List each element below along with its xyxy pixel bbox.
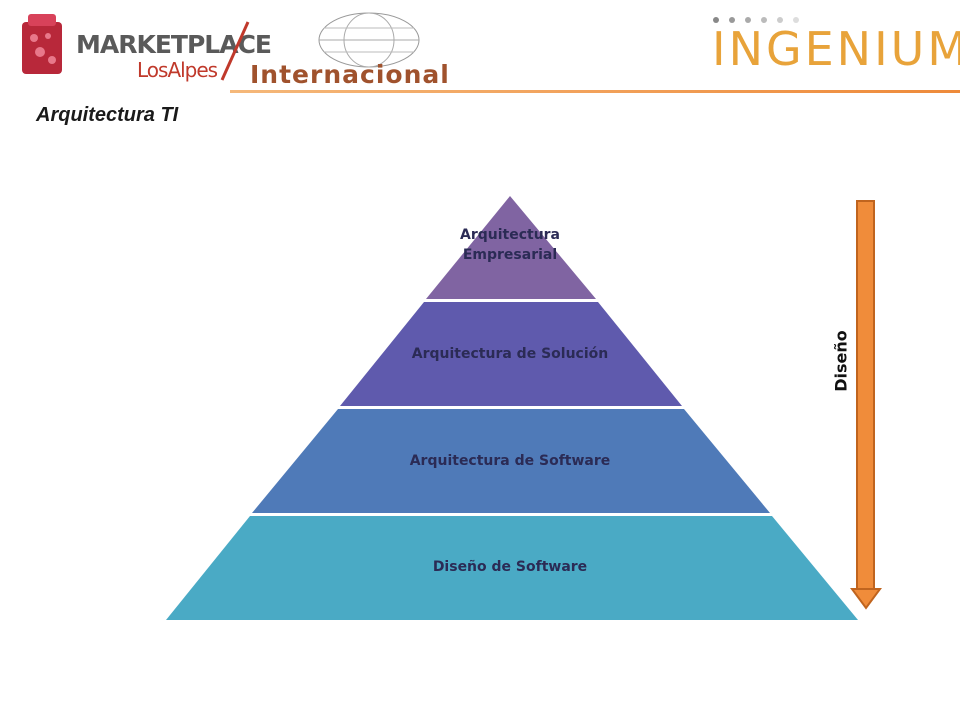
header-divider [230, 90, 960, 93]
logo-tag-text: Internacional [250, 60, 450, 89]
globe-icon [318, 12, 420, 68]
pyramid-level-1-line2: Empresarial [462, 247, 558, 263]
pyramid-level-2-label: Arquitectura de Solución [411, 346, 609, 362]
pyramid-level-4-label: Diseño de Software [432, 559, 588, 575]
design-arrow-text: Diseño [831, 330, 851, 392]
pyramid-level-2 [340, 302, 682, 406]
marketplace-logo: MARKETPLACE LosAlpes Internacional [14, 8, 449, 89]
pyramid-level-3-label: Arquitectura de Software [409, 453, 611, 469]
pyramid-level-1 [426, 196, 596, 299]
pyramid-level-1-label: Arquitectura Empresarial [420, 225, 600, 265]
page-title: Arquitectura TI [36, 104, 179, 126]
design-arrow-label: Diseño [830, 326, 852, 396]
design-arrow-shaft [856, 200, 875, 590]
shopping-bag-icon [22, 14, 62, 74]
brand-dots [713, 17, 799, 23]
logo-sub-text: LosAlpes [137, 58, 218, 82]
pyramid-level-4 [166, 516, 858, 620]
pyramid-level-1-line1: Arquitectura [459, 227, 561, 243]
design-arrow-head [850, 588, 882, 610]
pyramid-level-3 [252, 409, 770, 513]
ingenium-logo: INGENIUM [712, 22, 960, 76]
header: MARKETPLACE LosAlpes Internacional INGEN… [0, 0, 960, 100]
slash-divider [220, 21, 250, 81]
